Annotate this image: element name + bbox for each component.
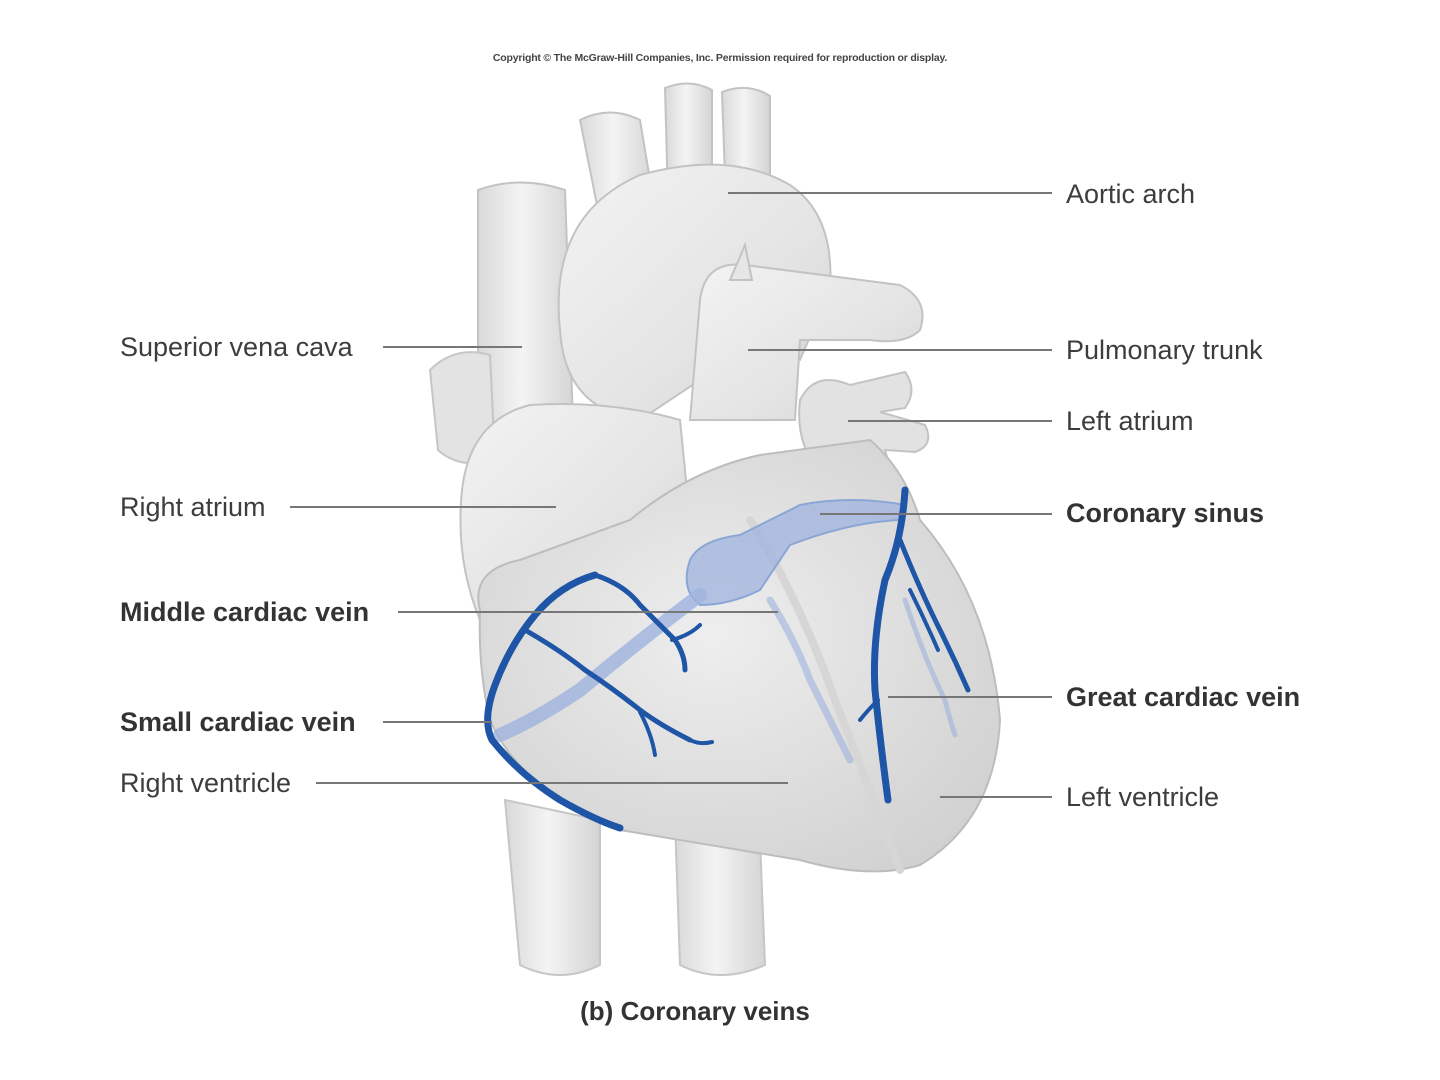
pulmonary-trunk-shape <box>688 263 924 421</box>
anterior-vein-1 <box>592 572 688 673</box>
anterior-vein-3 <box>638 710 657 757</box>
great-cardiac-vein-branch-2 <box>908 588 940 652</box>
posterior-vein-faint <box>766 596 854 764</box>
leader-lines <box>290 192 1052 798</box>
label-left-atrium: Left atrium <box>1066 406 1194 436</box>
great-cardiac-vein-branch-1 <box>897 537 971 693</box>
right-pulmonary-veins <box>428 351 497 465</box>
anterior-vein-5 <box>688 738 714 746</box>
figure-caption: (b) Coronary veins <box>580 996 810 1026</box>
interventricular-groove <box>746 516 904 874</box>
label-aortic-arch: Aortic arch <box>1066 179 1196 209</box>
small-cardiac-vein-shape <box>484 571 624 832</box>
copyright-notice: Copyright © The McGraw-Hill Companies, I… <box>492 52 948 64</box>
label-right-atrium: Right atrium <box>120 492 266 522</box>
descending-aorta <box>673 818 767 976</box>
middle-cardiac-vein-shape <box>493 588 707 742</box>
label-coronary-sinus: Coronary sinus <box>1066 498 1265 528</box>
label-left-ventricle: Left ventricle <box>1066 782 1220 812</box>
anterior-vein-2 <box>522 627 693 743</box>
pulmonary-trunk-tip <box>728 241 754 281</box>
inferior-vena-cava <box>503 798 601 976</box>
label-pulmonary-trunk: Pulmonary trunk <box>1066 335 1263 365</box>
label-right-ventricle: Right ventricle <box>120 768 292 798</box>
label-great-cardiac-vein: Great cardiac vein <box>1066 682 1301 712</box>
coronary-sinus-shape <box>685 499 907 607</box>
label-superior-vena-cava: Superior vena cava <box>120 332 353 362</box>
anterior-vein-4 <box>670 623 702 642</box>
great-cardiac-vein-branch-3 <box>858 698 880 722</box>
label-small-cardiac-vein: Small cardiac vein <box>120 707 356 737</box>
label-middle-cardiac-vein: Middle cardiac vein <box>120 597 370 627</box>
